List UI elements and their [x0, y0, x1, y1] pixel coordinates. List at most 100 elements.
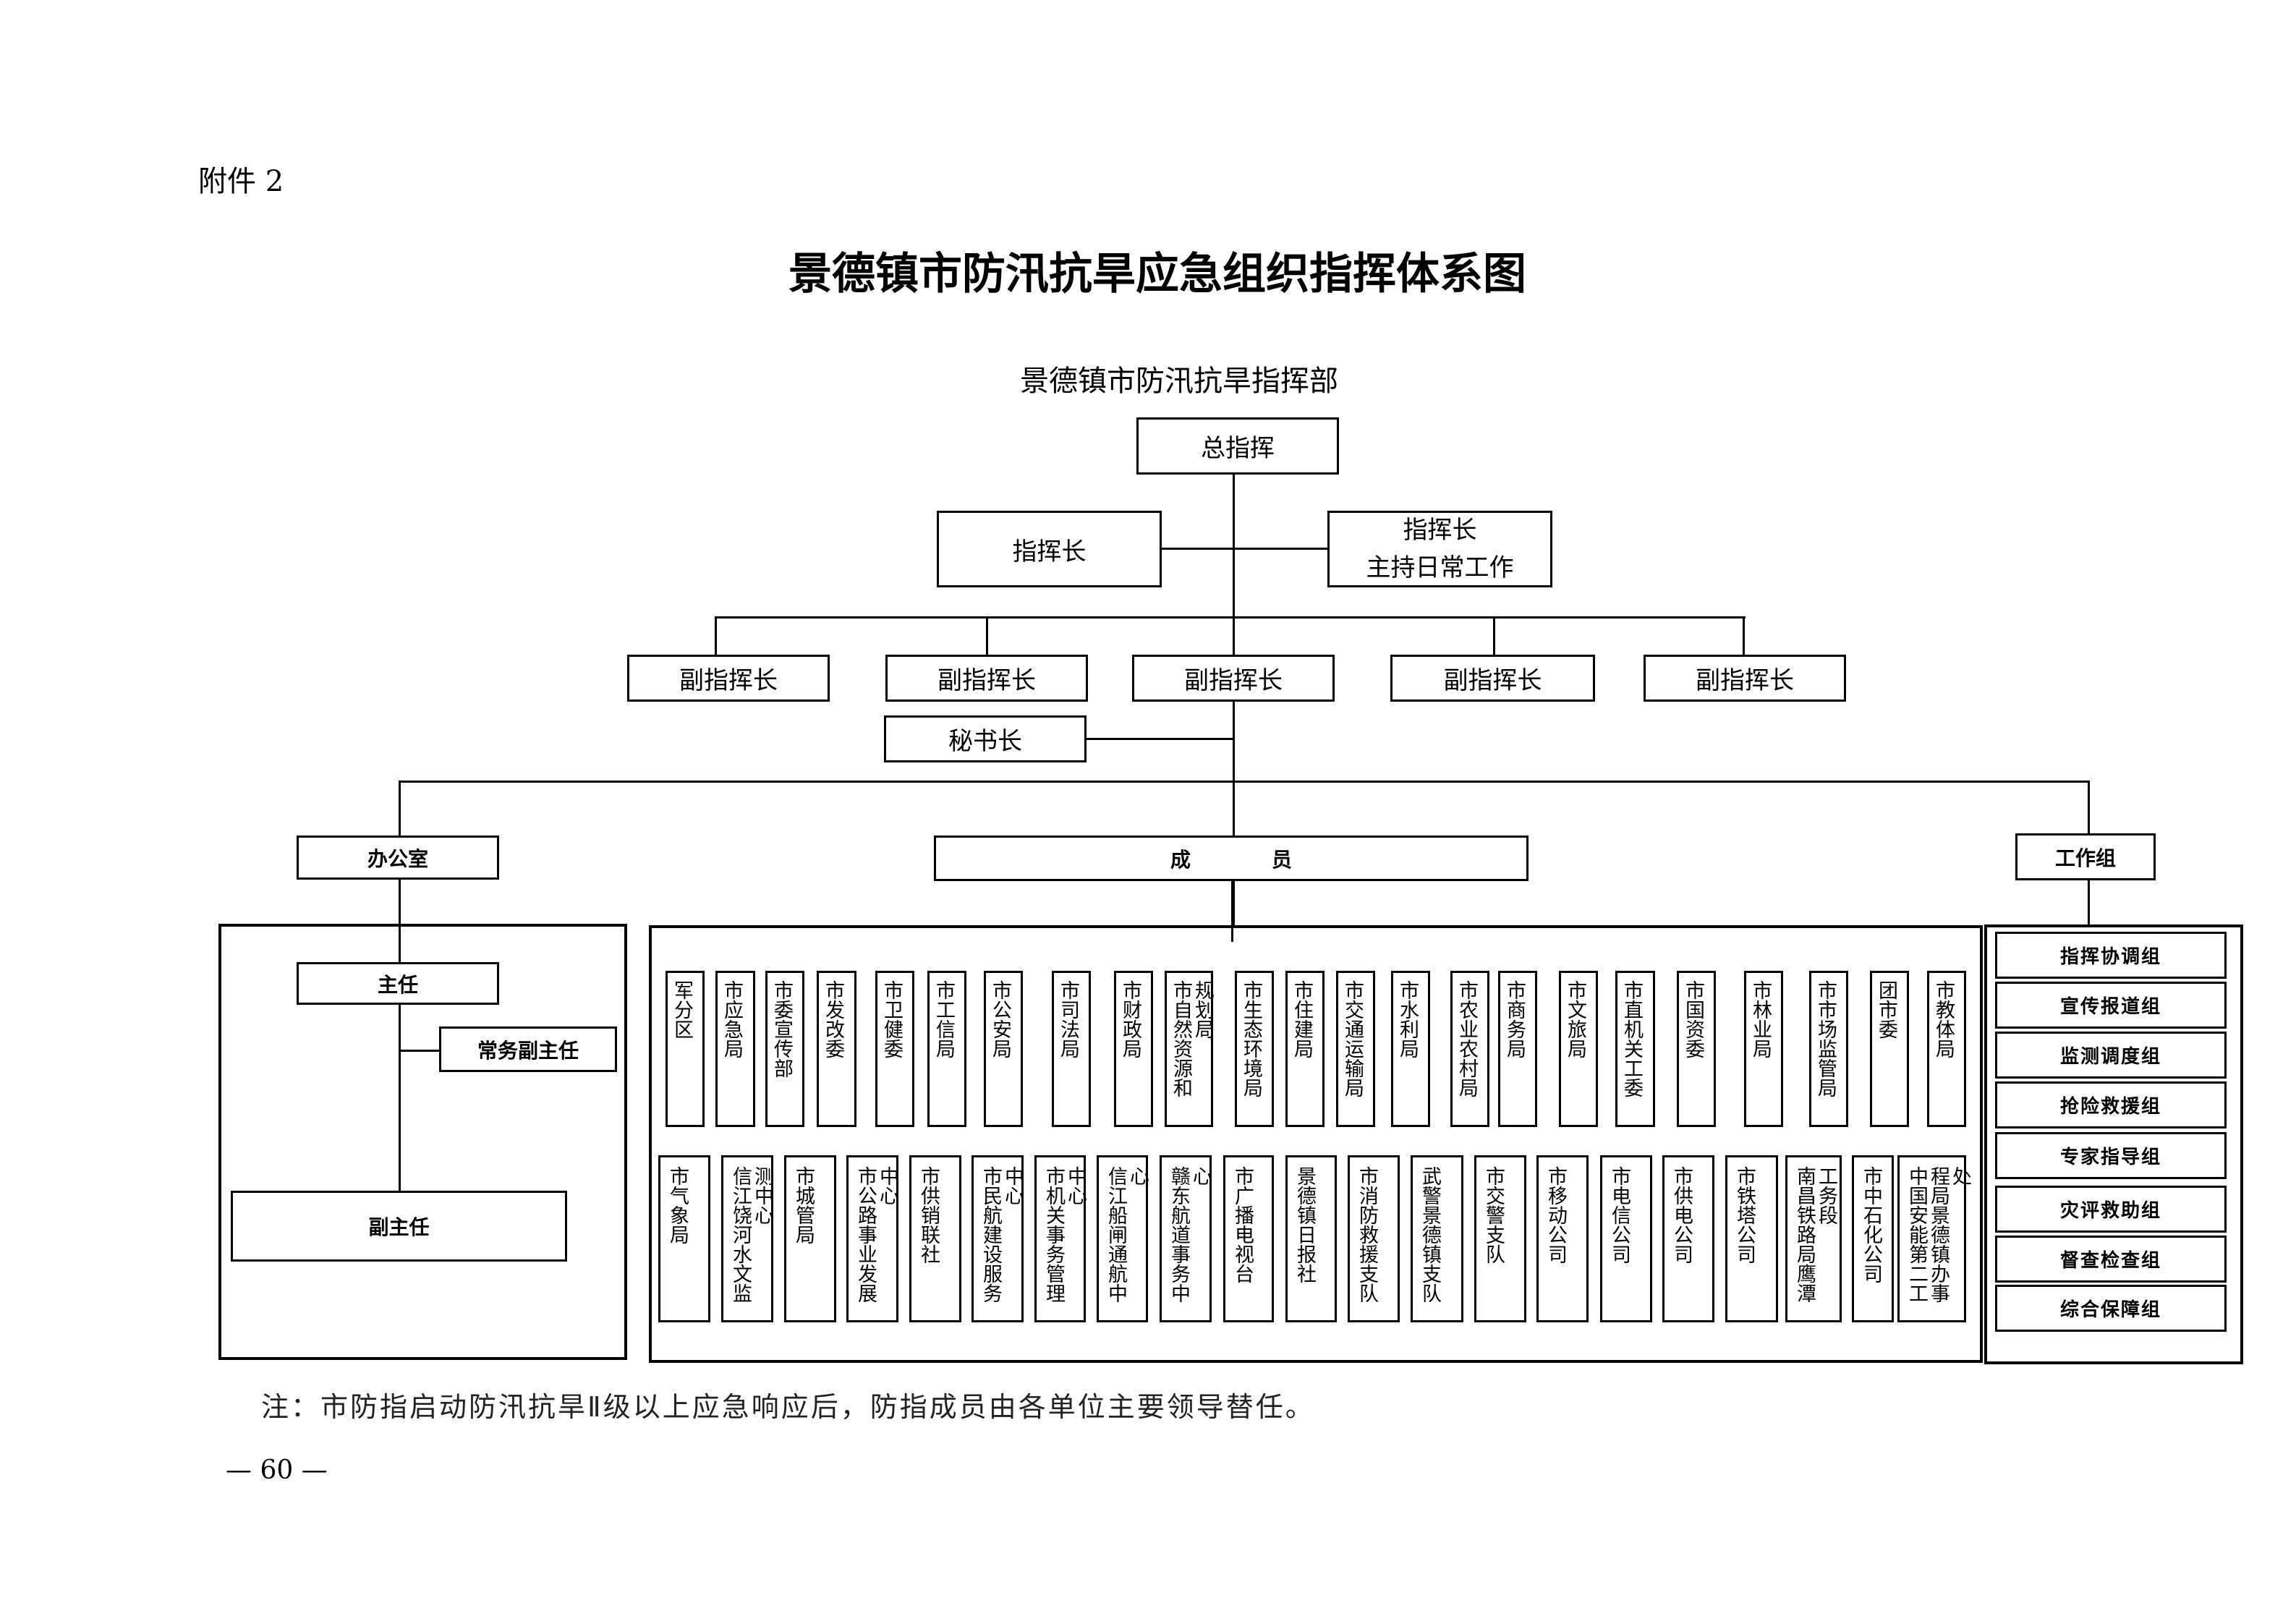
- member-unit-box: 市移动公司: [1536, 1155, 1589, 1322]
- member-unit-box: 市公路事业发展中心: [846, 1155, 898, 1322]
- member-unit-label: 市交通运输局: [1341, 980, 1364, 1097]
- member-unit-label: 市林业局: [1749, 980, 1772, 1058]
- member-unit-box: 市自然资源和规划局: [1165, 971, 1214, 1127]
- department-bus-line: [399, 781, 2089, 783]
- member-unit-box: 市委宣传部: [765, 971, 804, 1127]
- exec-deputy-link-line: [399, 1050, 440, 1052]
- commander-link-line: [1162, 548, 1327, 550]
- member-unit-label: 市公路事业发展中心: [854, 1166, 898, 1303]
- member-unit-label: 市市场监管局: [1814, 980, 1837, 1097]
- member-unit-label: 市移动公司: [1544, 1166, 1567, 1264]
- member-unit-label: 市机关事务管理中心: [1042, 1166, 1087, 1303]
- member-unit-box: 赣东航道事务中心: [1160, 1155, 1212, 1322]
- office-label: 办公室: [367, 846, 428, 871]
- member-unit-box: 景德镇日报社: [1285, 1155, 1337, 1322]
- work-group-item: 抢险救援组: [1995, 1081, 2227, 1128]
- member-unit-box: 团市委: [1870, 971, 1909, 1127]
- member-unit-label: 军分区: [671, 980, 693, 1039]
- member-unit-box: 中国安能第二工程局景德镇办事处: [1897, 1155, 1971, 1322]
- member-unit-box: 市交警支队: [1474, 1155, 1526, 1322]
- member-unit-box: 市交通运输局: [1336, 971, 1375, 1127]
- deputy-commander-box: 副指挥长: [627, 655, 830, 702]
- member-unit-label: 市司法局: [1057, 980, 1079, 1058]
- member-unit-label: 市城管局: [792, 1166, 815, 1244]
- member-unit-label: 市供销联社: [917, 1166, 940, 1264]
- deputy-commander-box: 副指挥长: [1132, 655, 1335, 702]
- office-inner-line: [399, 924, 401, 1191]
- work-group-item: 指挥协调组: [1995, 932, 2227, 979]
- work-group-item: 综合保障组: [1995, 1285, 2227, 1332]
- director-label: 主任: [377, 972, 418, 997]
- member-unit-label: 市国资委: [1682, 980, 1704, 1058]
- member-unit-label: 市民航建设服务中心: [979, 1166, 1024, 1303]
- member-unit-label: 市发改委: [822, 980, 844, 1058]
- work-groups-panel: [1984, 924, 2243, 1364]
- work-group-item: 专家指导组: [1995, 1132, 2227, 1179]
- member-unit-label: 市财政局: [1119, 980, 1141, 1058]
- member-unit-box: 市国资委: [1677, 971, 1716, 1127]
- member-unit-label: 市消防救援支队: [1356, 1166, 1378, 1303]
- deputy-commander-label: 副指挥长: [679, 666, 778, 695]
- member-unit-box: 市机关事务管理中心: [1034, 1155, 1087, 1322]
- secretary-general-box: 秘书长: [884, 715, 1087, 762]
- commander-daily-duty: 主持日常工作: [1366, 553, 1514, 582]
- commander-daily-title: 指挥长: [1403, 516, 1477, 545]
- member-unit-box: 武警景德镇支队: [1411, 1155, 1463, 1322]
- member-unit-label: 南昌铁路局鹰潭工务段: [1793, 1166, 1837, 1303]
- member-unit-box: 市商务局: [1498, 971, 1537, 1127]
- member-unit-label: 武警景德镇支队: [1419, 1166, 1441, 1303]
- member-unit-label: 信江饶河水文监测中心: [729, 1166, 773, 1303]
- member-unit-box: 市生态环境局: [1235, 971, 1274, 1127]
- member-unit-label: 市气象局: [666, 1166, 689, 1244]
- member-unit-box: 市住建局: [1285, 971, 1325, 1127]
- member-unit-box: 市文旅局: [1559, 971, 1598, 1127]
- members-drop-line: [1231, 881, 1233, 942]
- director-box: 主任: [297, 962, 499, 1005]
- member-unit-label: 市中石化公司: [1860, 1166, 1882, 1283]
- member-unit-box: 信江船闸通航中心: [1097, 1155, 1149, 1322]
- commander-daily-box: 指挥长 主持日常工作: [1327, 511, 1552, 587]
- member-unit-box: 市消防救援支队: [1348, 1155, 1400, 1322]
- member-unit-label: 中国安能第二工程局景德镇办事处: [1905, 1166, 1971, 1303]
- deputy-commander-box: 副指挥长: [1644, 655, 1846, 702]
- member-unit-box: 市发改委: [817, 971, 856, 1127]
- member-unit-box: 市水利局: [1391, 971, 1430, 1127]
- member-unit-label: 市委宣传部: [770, 980, 793, 1078]
- commander-box: 指挥长: [937, 511, 1162, 587]
- work-group-box: 工作组: [2015, 833, 2156, 880]
- deputy-drop-line: [1493, 616, 1495, 655]
- member-unit-label: 信江船闸通航中心: [1105, 1166, 1149, 1303]
- member-unit-box: 市农业农村局: [1450, 971, 1489, 1127]
- deputy-drop-line: [715, 616, 717, 655]
- member-unit-label: 市交警支队: [1482, 1166, 1505, 1264]
- footnote: 注：市防指启动防汛抗旱Ⅱ级以上应急响应后，防指成员由各单位主要领导替任。: [261, 1391, 1315, 1423]
- member-unit-label: 市公安局: [989, 980, 1011, 1058]
- member-unit-label: 景德镇日报社: [1293, 1166, 1316, 1283]
- office-panel: [218, 924, 627, 1360]
- member-unit-label: 赣东航道事务中心: [1168, 1166, 1212, 1303]
- member-unit-box: 市工信局: [927, 971, 966, 1127]
- member-unit-box: 市司法局: [1052, 971, 1091, 1127]
- page-title: 景德镇市防汛抗旱应急组织指挥体系图: [788, 249, 1526, 299]
- member-unit-box: 军分区: [666, 971, 705, 1127]
- member-unit-box: 市供销联社: [909, 1155, 961, 1322]
- members-box: 成 员: [934, 836, 1528, 881]
- deputy-commander-box: 副指挥长: [885, 655, 1088, 702]
- member-unit-box: 市供电公司: [1662, 1155, 1714, 1322]
- member-unit-box: 市电信公司: [1600, 1155, 1652, 1322]
- member-unit-label: 市铁塔公司: [1733, 1166, 1756, 1264]
- secretary-link-line: [1087, 738, 1234, 740]
- member-unit-box: 市民航建设服务中心: [971, 1155, 1024, 1322]
- member-unit-label: 市生态环境局: [1240, 980, 1262, 1097]
- member-unit-label: 市卫健委: [880, 980, 903, 1058]
- member-unit-label: 市农业农村局: [1455, 980, 1478, 1097]
- member-unit-box: 市直机关工委: [1615, 971, 1655, 1127]
- member-unit-box: 南昌铁路局鹰潭工务段: [1785, 1155, 1842, 1322]
- deputy-director-label: 副主任: [368, 1215, 430, 1239]
- member-unit-box: 市教体局: [1927, 971, 1966, 1127]
- member-unit-box: 市广播电视台: [1223, 1155, 1274, 1322]
- work-group-item: 宣传报道组: [1995, 982, 2227, 1029]
- commander-label: 指挥长: [1012, 537, 1087, 566]
- work-group-label: 工作组: [2054, 846, 2116, 870]
- member-unit-label: 市工信局: [932, 980, 955, 1058]
